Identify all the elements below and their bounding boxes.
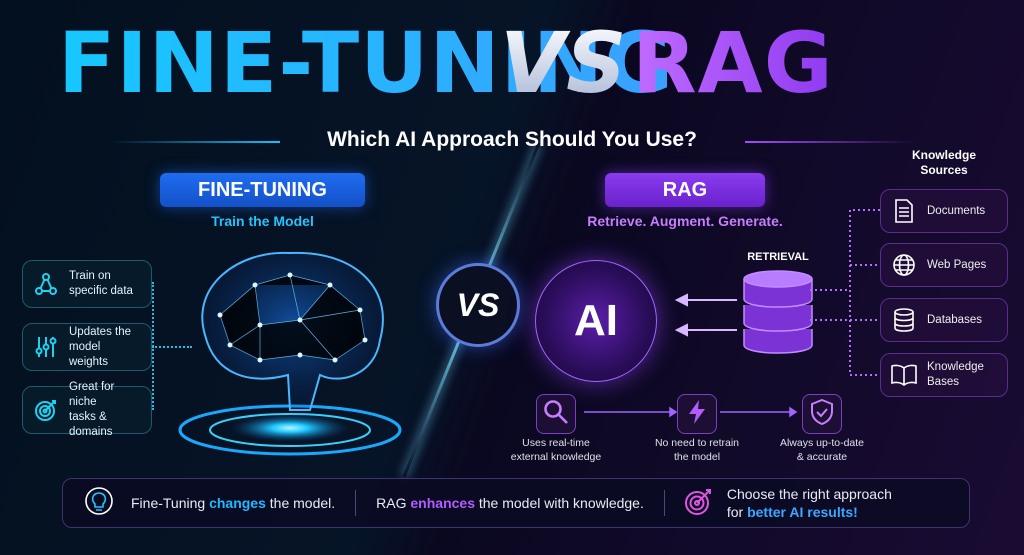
vs-badge: VS [436, 263, 520, 347]
lightning-icon [686, 399, 708, 430]
retrieval-arrows [675, 293, 737, 337]
fine-tuning-tagline: Train the Model [211, 213, 314, 229]
title-line: Sources [920, 163, 968, 177]
summary-text: the model with knowledge. [474, 495, 644, 511]
fine-tuning-card: Great for niche tasks & domains [22, 381, 152, 438]
feature-connectors [584, 406, 798, 418]
subtitle-line-right [745, 141, 915, 143]
rag-pill: RAG [605, 173, 765, 207]
source-label: Knowledge [927, 361, 984, 373]
source-label: Documents [927, 204, 986, 217]
subtitle-line-left [110, 141, 280, 143]
source-card-web-pages: Web Pages [880, 243, 1008, 287]
feature-label: No need to retrain the model [627, 436, 767, 464]
feature-text: No need to retrain [654, 437, 740, 449]
summary-text: the model. [265, 495, 336, 511]
sliders-icon [33, 334, 59, 360]
title-rag: RAG [632, 14, 834, 112]
summary-bar: Fine-Tuning changes the model. RAG enhan… [62, 478, 970, 528]
card-text: specific data [69, 285, 133, 297]
title-vs: VS [500, 14, 628, 112]
summary-highlight: changes [209, 495, 266, 511]
card-text: Train on [69, 270, 111, 282]
retrieval-label: RETRIEVAL [747, 251, 809, 263]
rag-tagline: Retrieve. Augment. Generate. [587, 213, 783, 229]
globe-icon [891, 252, 917, 278]
fine-tuning-summary: Fine-Tuning changes the model. [131, 495, 335, 511]
feature-icon-box [802, 394, 842, 434]
feature-text: the model [673, 451, 721, 463]
subtitle: Which AI Approach Should You Use? [327, 128, 697, 151]
fine-tuning-card: Train on specific data [22, 260, 152, 308]
source-label: Databases [927, 313, 982, 326]
source-card-databases: Databases [880, 298, 1008, 342]
source-card-documents: Documents [880, 189, 1008, 233]
fine-tuning-pill: FINE-TUNING [160, 173, 365, 207]
summary-text: Choose the right approach [726, 486, 892, 502]
separator [663, 490, 665, 516]
card-text: Updates the [69, 325, 132, 338]
connector-dots [152, 346, 192, 348]
book-icon [891, 362, 917, 388]
title-fine-tuning: FINE-TUNING [58, 14, 675, 112]
feature-text: Always up-to-date [779, 437, 865, 449]
feature-label: Always up-to-date & accurate [752, 436, 892, 464]
feature-icon-box [536, 394, 576, 434]
search-icon [543, 399, 569, 430]
separator [355, 490, 357, 516]
summary-text: Fine-Tuning [131, 495, 210, 511]
summary-highlight: better AI results! [747, 504, 858, 520]
source-label: Web Pages [927, 258, 987, 271]
document-icon [891, 198, 917, 224]
feature-text: external knowledge [510, 451, 602, 463]
summary-highlight: enhances [410, 495, 475, 511]
rag-summary: RAG enhances the model with knowledge. [376, 495, 644, 511]
ai-sphere: AI [535, 260, 657, 382]
source-connectors [810, 209, 880, 376]
feature-label: Uses real-time external knowledge [486, 436, 626, 464]
choose-summary: Choose the right approach for better AI r… [727, 485, 892, 521]
target-icon [684, 488, 713, 519]
feature-text: & accurate [796, 451, 848, 463]
database-icon [743, 270, 813, 354]
network-icon [33, 271, 59, 297]
title-line: Knowledge [911, 148, 976, 162]
fine-tuning-card: Updates the model weights [22, 323, 152, 371]
shield-check-icon [810, 398, 834, 430]
brain-illustration [178, 251, 402, 456]
card-text: model weights [69, 340, 108, 368]
feature-text: Uses real-time [522, 437, 590, 449]
feature-icon-box [677, 394, 717, 434]
lightbulb-icon [85, 486, 113, 520]
database-icon [891, 307, 917, 333]
summary-text: for [726, 504, 748, 520]
target-icon [33, 397, 59, 423]
card-text: Great for niche [69, 381, 115, 408]
source-label: Bases [927, 376, 959, 388]
summary-text: RAG [376, 495, 411, 511]
card-text: tasks & domains [69, 411, 113, 438]
